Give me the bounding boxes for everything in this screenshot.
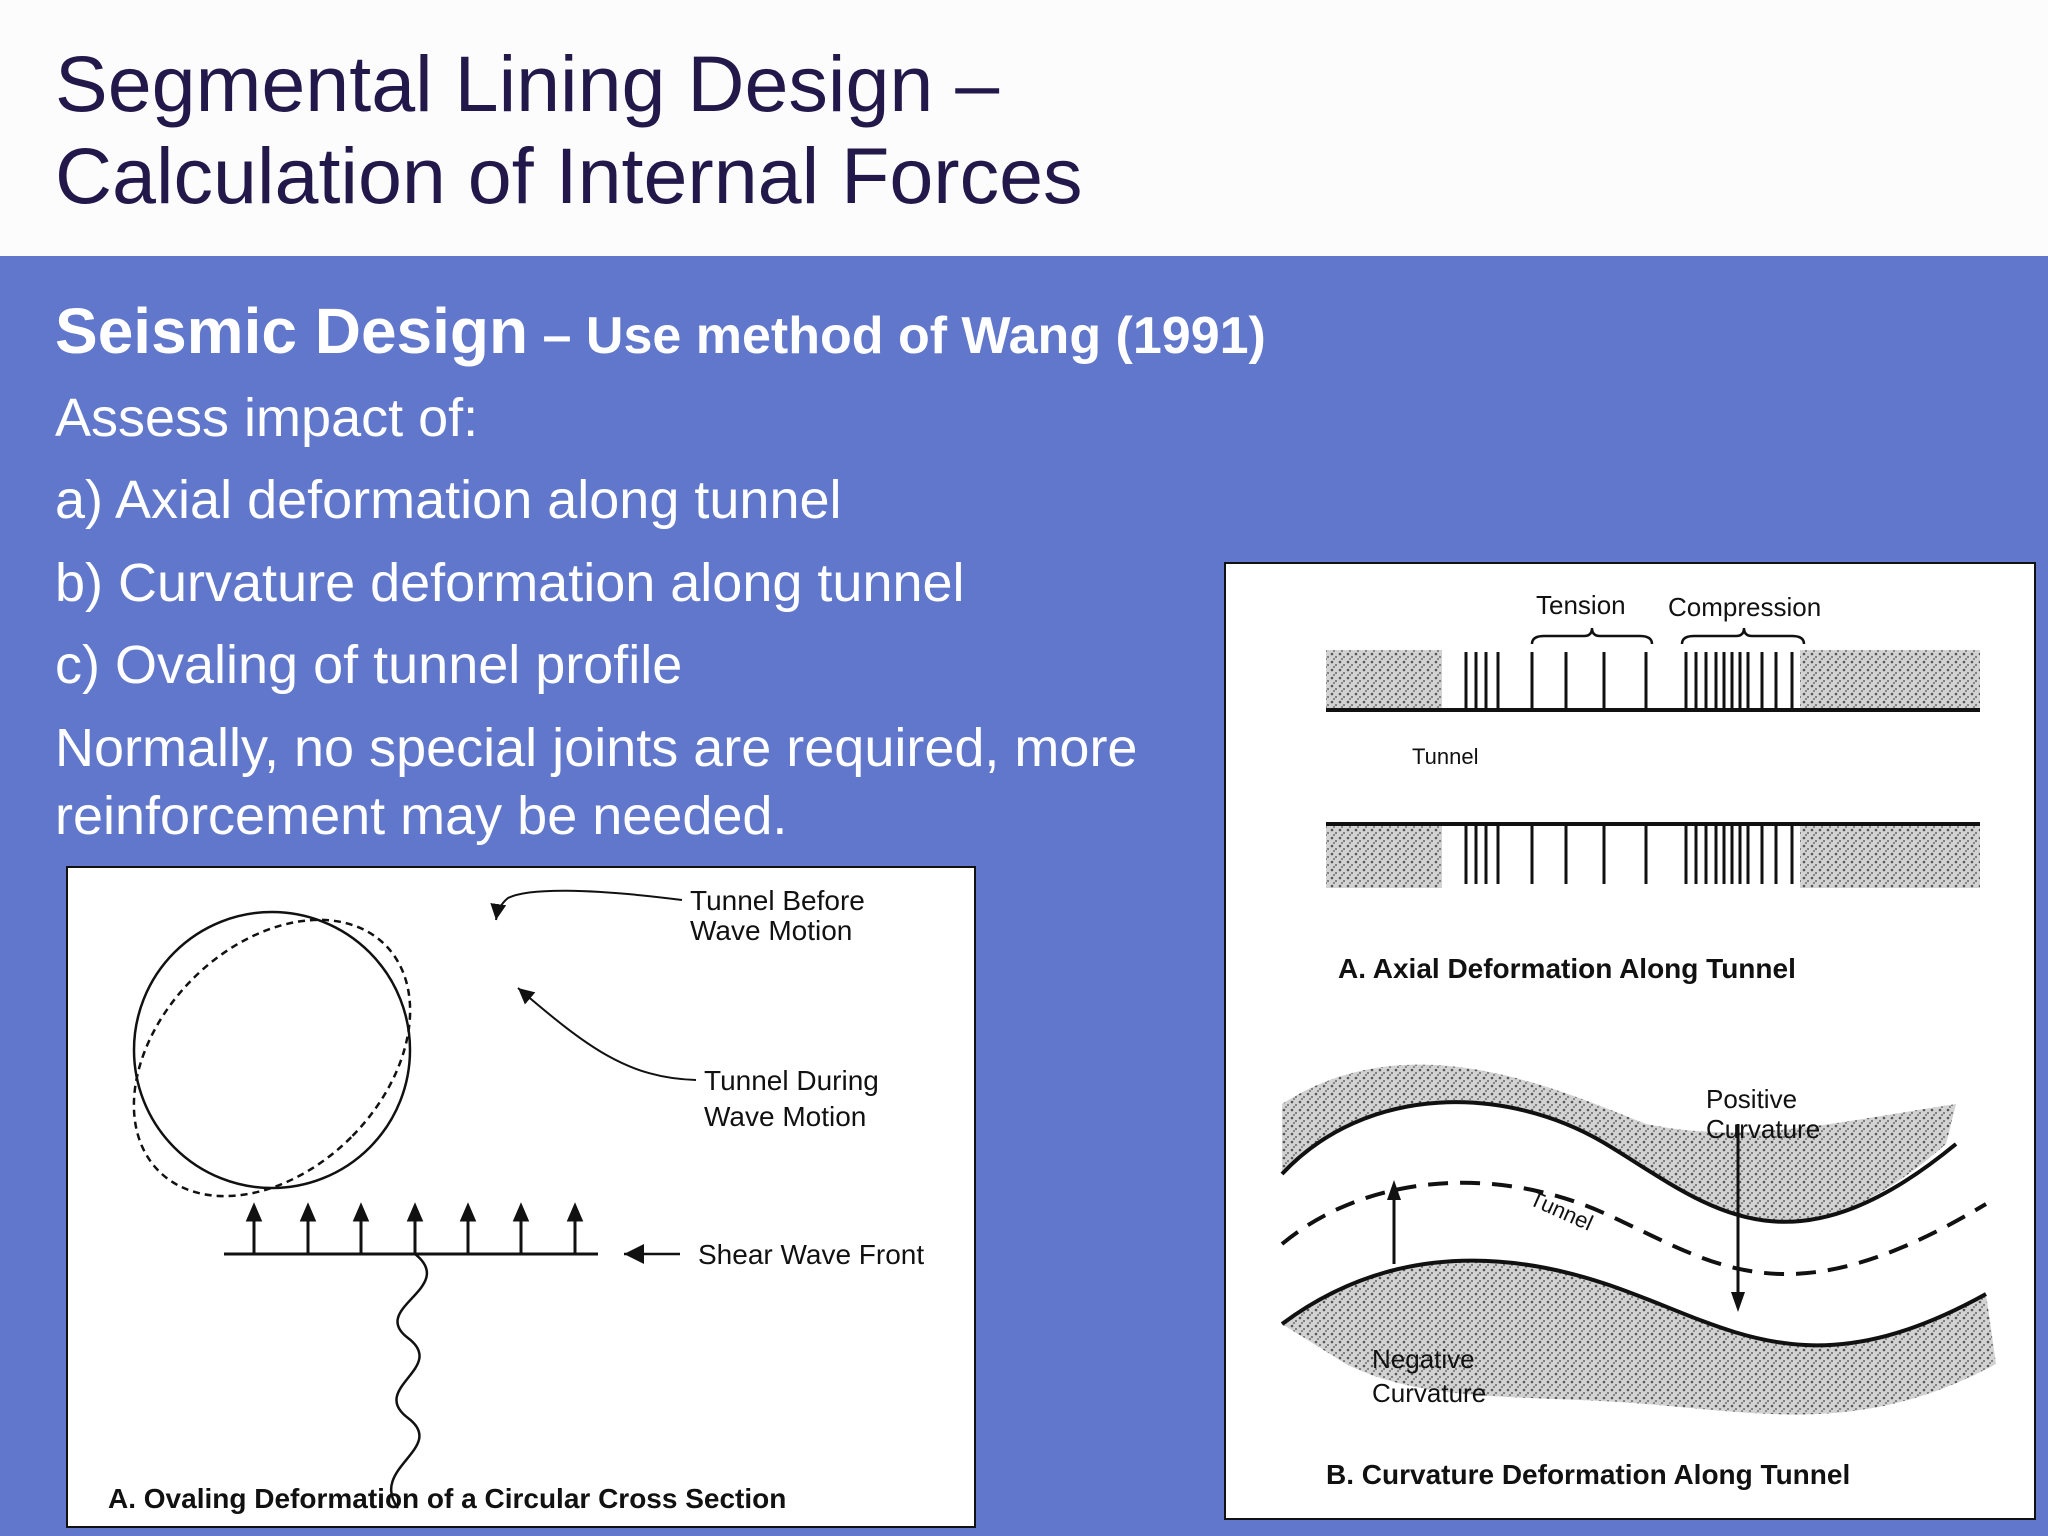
slide-title-line-1: Segmental Lining Design –: [55, 39, 1000, 128]
label-positive-1: Positive: [1706, 1084, 1797, 1114]
label-tension: Tension: [1536, 590, 1626, 620]
label-negative-2: Curvature: [1372, 1378, 1486, 1408]
label-compression: Compression: [1668, 592, 1821, 622]
body-line-ovaling: c) Ovaling of tunnel profile: [55, 635, 683, 695]
caption-ovaling: A. Ovaling Deformation of a Circular Cro…: [108, 1483, 786, 1514]
label-shear-wave-front: Shear Wave Front: [698, 1239, 924, 1270]
tunnel-during-ellipse: [132, 918, 412, 1198]
label-curvature-tunnel: Tunnel: [1526, 1186, 1597, 1236]
label-axial-tunnel: Tunnel: [1412, 744, 1478, 769]
label-tunnel-before-1: Tunnel Before: [690, 885, 865, 916]
before-leader-arrow: [490, 889, 683, 921]
body-line-curvature: b) Curvature deformation along tunnel: [55, 553, 965, 613]
label-positive-2: Curvature: [1706, 1114, 1820, 1144]
caption-curvature: B. Curvature Deformation Along Tunnel: [1326, 1459, 1850, 1490]
title-bar: Segmental Lining Design – Calculation of…: [0, 0, 2048, 256]
label-tunnel-during-1: Tunnel During: [704, 1065, 879, 1096]
label-negative-1: Negative: [1372, 1344, 1475, 1374]
body-line-axial: a) Axial deformation along tunnel: [55, 470, 842, 530]
shear-wave-arrows: [245, 1202, 584, 1254]
slide-body: Seismic Design – Use method of Wang (199…: [0, 256, 2048, 1536]
curvature-deformation-drawing: [1280, 1064, 1996, 1415]
ovaling-diagram: Tunnel Before Wave Motion Tunnel During …: [108, 885, 924, 1514]
body-line-reinforcement: reinforcement may be needed.: [55, 786, 788, 846]
axial-curvature-figure: Tension Compression Tunnel A. Axial Defo…: [1224, 562, 2036, 1520]
subheading-main: Seismic Design: [55, 295, 529, 367]
label-tunnel-before-2: Wave Motion: [690, 915, 852, 946]
body-line-assess: Assess impact of:: [55, 388, 479, 448]
caption-axial: A. Axial Deformation Along Tunnel: [1338, 953, 1796, 984]
axial-curvature-diagram: Tension Compression Tunnel A. Axial Defo…: [1280, 590, 1996, 1490]
slide-title: Segmental Lining Design – Calculation of…: [55, 38, 1083, 222]
shear-wave-squiggle: [389, 1253, 429, 1509]
subheading-detail: – Use method of Wang (1991): [528, 307, 1266, 365]
slide-title-line-2: Calculation of Internal Forces: [55, 131, 1083, 220]
tunnel-before-circle: [132, 910, 412, 1190]
section-subheading: Seismic Design – Use method of Wang (199…: [55, 294, 1266, 368]
axial-deformation-drawing: [1326, 627, 1980, 888]
body-line-joints: Normally, no special joints are required…: [55, 718, 1138, 778]
label-tunnel-during-2: Wave Motion: [704, 1101, 866, 1132]
ovaling-deformation-figure: Tunnel Before Wave Motion Tunnel During …: [66, 866, 976, 1528]
during-leader-arrow: [517, 987, 697, 1081]
